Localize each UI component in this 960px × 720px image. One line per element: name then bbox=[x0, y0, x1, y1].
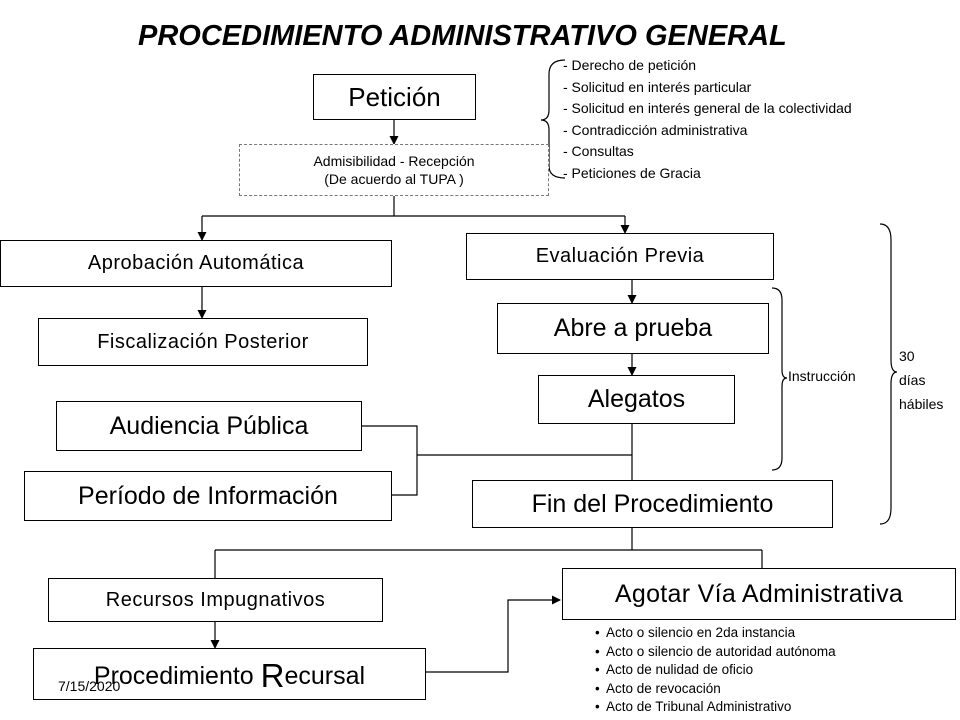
procedimiento-recursal-initial: R bbox=[260, 657, 285, 694]
periodo-informacion-box: Período de Información bbox=[24, 471, 392, 521]
plazo-line1: 30 bbox=[899, 348, 915, 364]
brace-plazo bbox=[879, 223, 898, 525]
fin-procedimiento-label: Fin del Procedimiento bbox=[531, 489, 774, 518]
abre-prueba-label: Abre a prueba bbox=[553, 314, 713, 342]
peticion-box: Petición bbox=[313, 74, 476, 120]
brace-instruccion bbox=[771, 287, 788, 471]
agotar-item: Acto o silencio de autoridad autónoma bbox=[595, 643, 836, 662]
admisibilidad-line1: Admisibilidad - Recepción bbox=[313, 153, 475, 169]
peticion-type-item: - Derecho de petición bbox=[563, 57, 697, 73]
aprobacion-automatica-box: Aprobación Automática bbox=[0, 240, 392, 287]
evaluacion-previa-box: Evaluación Previa bbox=[466, 233, 774, 280]
recursos-impugnativos-label: Recursos Impugnativos bbox=[105, 588, 326, 611]
instruccion-label: Instrucción bbox=[788, 368, 856, 384]
agotar-item: Acto o silencio en 2da instancia bbox=[595, 624, 836, 643]
evaluacion-previa-label: Evaluación Previa bbox=[535, 245, 705, 267]
plazo-line2: días bbox=[899, 372, 926, 388]
admisibilidad-box: Admisibilidad - Recepción (De acuerdo al… bbox=[239, 144, 549, 196]
recursos-impugnativos-box: Recursos Impugnativos bbox=[48, 578, 383, 622]
alegatos-box: Alegatos bbox=[538, 375, 735, 424]
page-title: PROCEDIMIENTO ADMINISTRATIVO GENERAL bbox=[138, 20, 787, 52]
agotar-item: Acto de nulidad de oficio bbox=[595, 661, 836, 680]
peticion-type-item: - Solicitud en interés particular bbox=[563, 78, 752, 95]
peticion-type-item: - Solicitud en interés general de la col… bbox=[563, 100, 852, 116]
peticion-type-item: - Contradicción administrativa bbox=[563, 121, 748, 138]
peticion-type-item: - Consultas bbox=[563, 143, 634, 159]
audiencia-publica-label: Audiencia Pública bbox=[109, 411, 309, 440]
peticion-label: Petición bbox=[348, 81, 441, 112]
fiscalizacion-posterior-box: Fiscalización Posterior bbox=[38, 318, 368, 366]
arrow-recursal-agotar bbox=[426, 595, 561, 673]
agotar-via-label: Agotar Vía Administrativa bbox=[614, 579, 904, 608]
brace-peticion-types bbox=[540, 59, 566, 179]
fin-procedimiento-box: Fin del Procedimiento bbox=[472, 480, 833, 528]
aprobacion-automatica-label: Aprobación Automática bbox=[87, 252, 305, 274]
alegatos-label: Alegatos bbox=[587, 385, 686, 413]
peticion-type-item: - Peticiones de Gracia bbox=[563, 164, 701, 181]
slide-date: 7/15/2020 bbox=[58, 678, 121, 694]
procedimiento-recursal-prefix: Procedimiento bbox=[93, 662, 261, 690]
plazo-line3: hábiles bbox=[899, 396, 944, 412]
peticion-types-list: - Derecho de petición - Solicitud en int… bbox=[563, 55, 852, 184]
procedimiento-recursal-rest: ecursal bbox=[284, 662, 366, 690]
periodo-informacion-label: Período de Información bbox=[78, 481, 338, 510]
plazo-label: 30 días hábiles bbox=[899, 344, 943, 416]
agotar-item: Acto de Tribunal Administrativo bbox=[595, 698, 836, 717]
fiscalizacion-posterior-label: Fiscalización Posterior bbox=[97, 330, 309, 353]
admisibilidad-line2: (De acuerdo al TUPA ) bbox=[324, 171, 464, 187]
agotar-item: Acto de revocación bbox=[595, 680, 836, 699]
agotar-via-box: Agotar Vía Administrativa bbox=[562, 568, 956, 620]
line-audiencia-periodo-bracket bbox=[362, 425, 418, 496]
audiencia-publica-box: Audiencia Pública bbox=[56, 401, 362, 451]
abre-prueba-box: Abre a prueba bbox=[497, 303, 769, 354]
agotar-items-list: Acto o silencio en 2da instancia Acto o … bbox=[595, 624, 836, 717]
